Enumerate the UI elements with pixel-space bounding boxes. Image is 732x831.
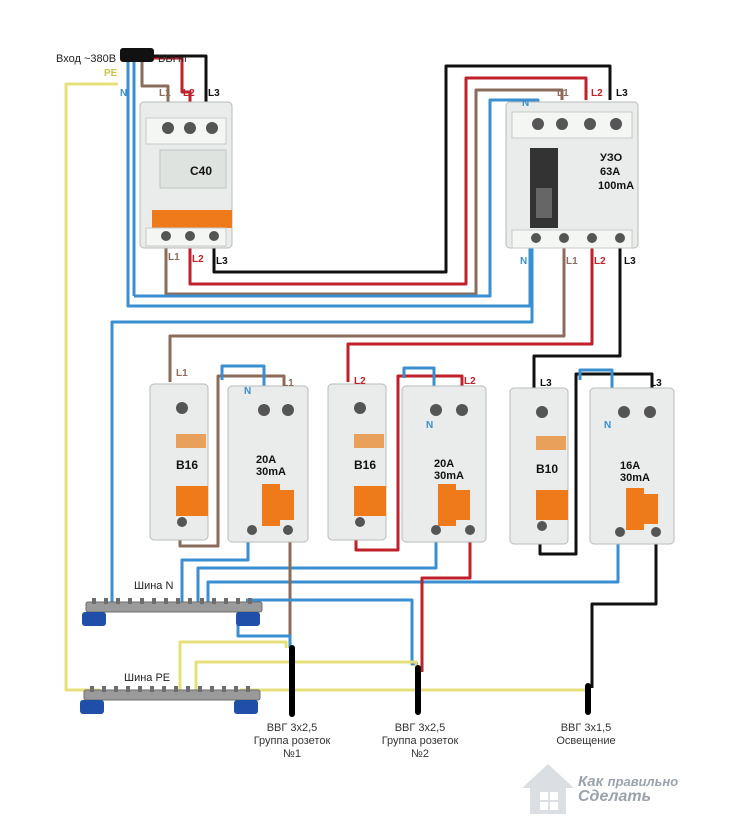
n-bus <box>82 598 263 626</box>
out2-wire <box>420 540 472 672</box>
input-cable-label: ВВГнг <box>158 53 189 65</box>
breaker-3-rating: B10 <box>536 462 559 476</box>
uzo-l1-in-label: L1 <box>557 88 569 99</box>
pe-input-wire <box>64 82 118 692</box>
rcd-2-current: 20A <box>434 458 455 470</box>
wires-layer <box>64 54 658 692</box>
uzo-n-out-label: N <box>520 256 528 267</box>
l2-in-wire <box>148 56 192 118</box>
input-cable-plug <box>120 48 154 62</box>
pe-bus-out1-wire <box>178 640 288 690</box>
watermark-line3: Сделать <box>578 788 652 805</box>
output-1-num: №1 <box>283 748 301 760</box>
l2-c40-uzo-wire <box>188 76 588 286</box>
l1-uzo-out-wire <box>168 246 566 382</box>
breaker-1 <box>149 383 209 541</box>
output-3-caption: ВВГ 3х1,5 Освещение <box>534 722 638 748</box>
main-breaker-c40 <box>139 101 233 249</box>
c40-l2-out-label: L2 <box>192 254 204 265</box>
c40-l3-out-label: L3 <box>216 256 228 267</box>
pe-bus-out2-wire <box>194 660 418 690</box>
output-3-cable: ВВГ 3х1,5 <box>560 722 612 734</box>
n-rcd3-bus-wire <box>206 540 620 604</box>
output-2-group: Группа розеток <box>381 735 459 747</box>
l2-b16-rcd-wire <box>354 374 464 552</box>
n-uzo-out-wire <box>110 246 534 606</box>
rcd-2-leak: 30mA <box>434 470 464 482</box>
uzo-current: 63A <box>600 166 621 178</box>
rcd3-n-label: N <box>604 420 612 431</box>
pe-bus-label: Шина PE <box>124 672 171 684</box>
output-2-cable: ВВГ 3х2,5 <box>394 722 446 734</box>
n-input-wire <box>126 60 532 308</box>
rcd-1 <box>227 385 309 543</box>
rcd1-l1-label: L1 <box>282 378 294 389</box>
n-rcd1-bus-wire <box>180 540 250 604</box>
uzo-n-in-label: N <box>522 98 530 109</box>
rcd-3-current: 16A <box>620 460 641 472</box>
uzo-l2-out-label: L2 <box>594 256 606 267</box>
b3-l3-label: L3 <box>540 378 552 389</box>
uzo-l1-out-label: L1 <box>566 256 578 267</box>
main-rcd <box>505 101 639 249</box>
output-2-num: №2 <box>411 748 429 760</box>
output-2-caption: ВВГ 3х2,5 Группа розеток №2 <box>364 722 476 761</box>
pe-bus <box>80 686 261 714</box>
pe-input-label: PE <box>104 68 118 79</box>
watermark: Как правильно Сделать <box>578 773 679 805</box>
uzo-leak: 100mA <box>598 180 635 192</box>
breaker-2 <box>327 383 387 541</box>
rcd-3-leak: 30mA <box>620 472 650 484</box>
n-bus-label: Шина N <box>134 580 174 592</box>
b1-l1-label: L1 <box>176 368 188 379</box>
cable-sheaths <box>289 645 591 717</box>
watermark-line1: Как <box>578 773 604 790</box>
n-input-label: N <box>120 88 128 99</box>
watermark-line2: правильно <box>607 774 679 789</box>
rcd2-l2-label: L2 <box>464 376 476 387</box>
output-1-cable: ВВГ 3х2,5 <box>266 722 318 734</box>
breaker-2-rating: B16 <box>354 458 377 472</box>
c40-l1-in-label: L1 <box>159 88 171 99</box>
l3-uzo-out-wire <box>532 246 622 392</box>
breaker-1-rating: B16 <box>176 458 199 472</box>
uzo-l3-in-label: L3 <box>616 88 628 99</box>
rcd-2 <box>401 385 487 543</box>
uzo-l3-out-label: L3 <box>624 256 636 267</box>
rcd-1-leak: 30mA <box>256 466 286 478</box>
c40-l2-in-label: L2 <box>183 88 195 99</box>
rcd3-l3-label: L3 <box>650 378 662 389</box>
uzo-l2-in-label: L2 <box>591 88 603 99</box>
rcd2-n-label: N <box>426 420 434 431</box>
n-rcd1-in-wire <box>220 364 266 394</box>
watermark-house-icon <box>522 764 574 814</box>
c40-l3-in-label: L3 <box>208 88 220 99</box>
breaker-3 <box>509 387 569 545</box>
output-3-group: Освещение <box>556 735 616 747</box>
out3-wire <box>590 540 658 688</box>
n-c40-uzo-wire <box>134 98 540 298</box>
rcd-3 <box>589 387 675 545</box>
output-1-group: Группа розеток <box>253 735 331 747</box>
c40-l1-out-label: L1 <box>168 252 180 263</box>
l1-b16-rcd-wire <box>178 374 286 548</box>
l3-b10-rcd-wire <box>538 372 654 556</box>
input-label: Вход ~380В <box>56 53 117 65</box>
n-rcd3-in-wire <box>578 368 614 394</box>
rcd-1-current: 20A <box>256 454 277 466</box>
l1-c40-uzo-wire <box>164 88 564 296</box>
uzo-name: УЗО <box>600 152 623 164</box>
b2-l2-label: L2 <box>354 376 366 387</box>
l2-uzo-out-wire <box>346 246 594 382</box>
c40-rating: C40 <box>190 164 213 178</box>
n-rcd2-in-wire <box>402 366 436 394</box>
output-1-caption: ВВГ 3х2,5 Группа розеток №1 <box>236 722 348 761</box>
n-bus-out2-wire <box>246 598 418 666</box>
l3-c40-uzo-wire <box>212 64 612 274</box>
n-rcd2-bus-wire <box>196 540 438 604</box>
rcd1-n-label: N <box>244 386 252 397</box>
